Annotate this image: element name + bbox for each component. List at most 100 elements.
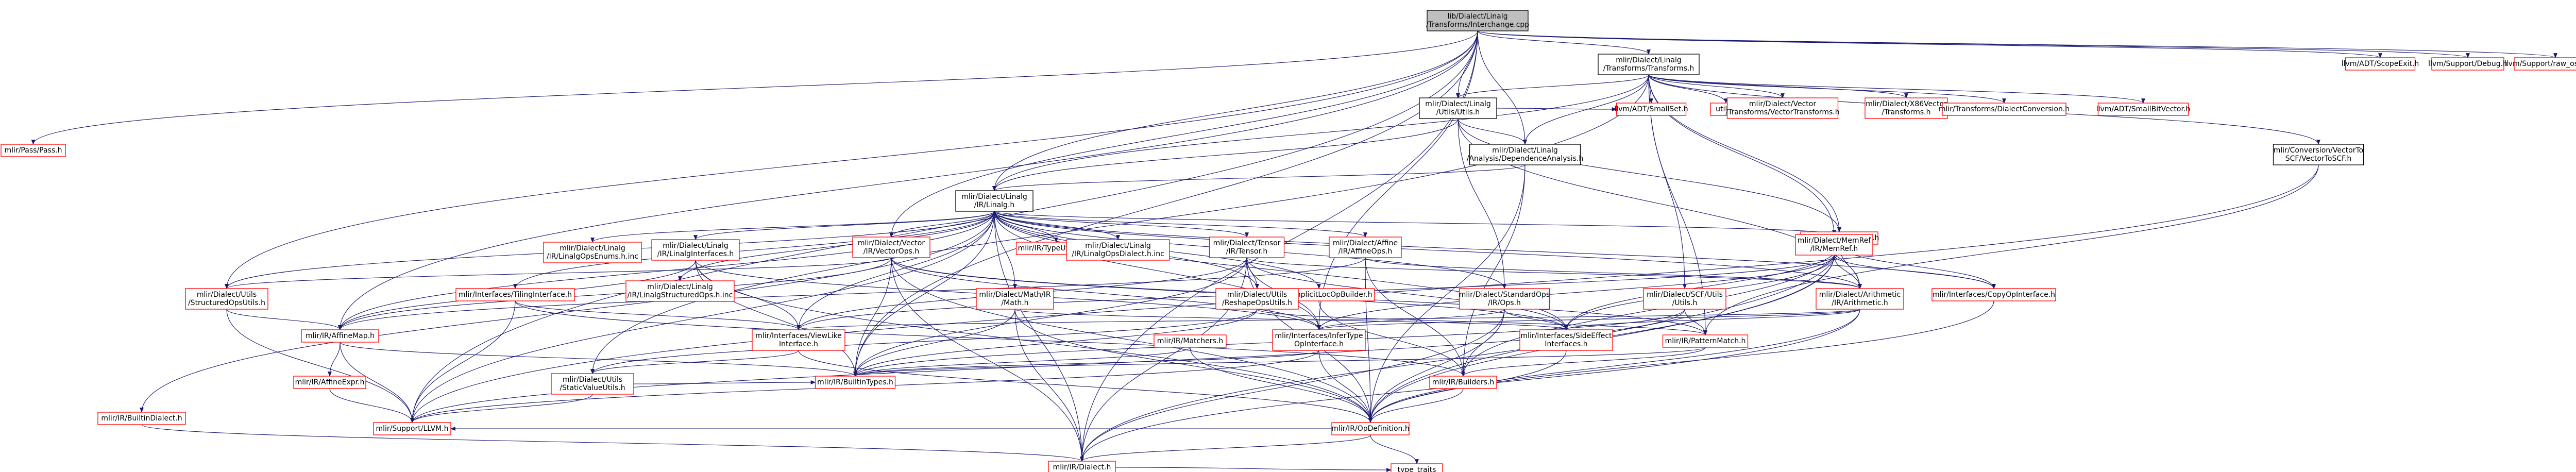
edge-linalg-h-to-tensor-h — [994, 211, 1249, 238]
edge-scf-h-to-builders — [1461, 244, 1840, 377]
node-dependence[interactable]: mlir/Dialect/Linalg/Analysis/DependenceA… — [1467, 144, 1584, 165]
node-box — [815, 376, 896, 389]
node-pattern-match[interactable]: mlir/IR/PatternMatch.h — [1662, 334, 1749, 348]
node-memref-h[interactable]: mlir/Dialect/MemRef/IR/MemRef.h — [1795, 234, 1873, 256]
node-label-line: llvm/ADT/ScopeExit.h — [2342, 60, 2419, 68]
node-pass[interactable]: mlir/Pass/Pass.h — [1, 144, 66, 157]
node-op-definition[interactable]: mlir/IR/OpDefinition.h — [1331, 422, 1410, 435]
node-linalg-ops-enums[interactable]: mlir/Dialect/Linalg/IR/LinalgOpsEnums.h.… — [543, 242, 642, 263]
node-scf-utils[interactable]: mlir/Dialect/SCF/Utils/Utils.h — [1643, 288, 1726, 310]
node-label-line: mlir/Dialect/Vector — [1749, 100, 1816, 108]
node-linalg-h[interactable]: mlir/Dialect/Linalg/IR/Linalg.h — [955, 190, 1033, 212]
node-label-line: /Transforms/VectorTransforms.h — [1725, 108, 1839, 116]
node-dialect-conversion[interactable]: mlir/Transforms/DialectConversion.h — [1939, 103, 2070, 116]
node-label-line: mlir/Dialect/Linalg — [663, 242, 728, 250]
node-label-line: mlir/IR/BuiltinTypes.h — [817, 378, 893, 386]
edge-dependence-to-builders — [1461, 164, 1526, 377]
node-arith-h[interactable]: mlir/Dialect/Arithmetic/IR/Arithmetic.h — [1816, 288, 1904, 310]
node-label-line: mlir/Pass/Pass.h — [5, 146, 62, 155]
node-label-line: mlir/Transforms/DialectConversion.h — [1939, 105, 2070, 113]
node-smallset[interactable]: llvm/ADT/SmallSet.h — [1614, 103, 1688, 116]
node-box — [1215, 288, 1299, 310]
node-affine-ops[interactable]: mlir/Dialect/Affine/IR/AffineOps.h — [1329, 237, 1402, 258]
node-label-line: /Math.h — [1001, 299, 1028, 307]
node-box — [543, 242, 642, 263]
edge-math-h-to-op-definition — [1014, 309, 1372, 423]
node-ir-dialect[interactable]: mlir/IR/Dialect.h — [1048, 461, 1116, 472]
node-standard-ops[interactable]: mlir/Dialect/StandardOps/IR/Ops.h — [1459, 288, 1550, 310]
node-vector-to-scf[interactable]: mlir/Conversion/VectorToSCF/VectorToSCF.… — [2273, 144, 2364, 165]
edge-vector-ops-to-op-definition — [891, 257, 1372, 423]
node-box — [1469, 144, 1581, 165]
node-debug[interactable]: llvm/Support/Debug.h — [2428, 57, 2507, 71]
node-linalg-utils[interactable]: mlir/Dialect/Linalg/Utils/Utils.h — [1419, 97, 1497, 119]
edge-root-to-structured-ops-utils — [225, 30, 1478, 289]
node-x86-transforms[interactable]: mlir/Dialect/X86Vector/Transforms.h — [1865, 97, 1948, 119]
node-root[interactable]: lib/Dialect/Linalg/Transforms/Interchang… — [1426, 10, 1529, 31]
node-vector-ops[interactable]: mlir/Dialect/Vector/IR/VectorOps.h — [852, 237, 930, 258]
node-label-line: mlir/Dialect/Linalg — [1492, 146, 1557, 155]
node-linalg-structured-inc[interactable]: mlir/Dialect/Linalg/IR/LinalgStructuredO… — [625, 280, 735, 302]
node-box — [1427, 10, 1529, 31]
node-label-line: /IR/MemRef.h — [1810, 245, 1858, 253]
node-label-line: /Transforms.h — [1882, 108, 1931, 116]
node-builtin-types[interactable]: mlir/IR/BuiltinTypes.h — [815, 376, 896, 389]
node-affine-expr[interactable]: mlir/IR/AffineExpr.h — [293, 376, 366, 389]
node-vector-transforms[interactable]: mlir/Dialect/Vector/Transforms/VectorTra… — [1725, 97, 1840, 119]
node-label-line: llvm/ADT/SmallSet.h — [1614, 105, 1688, 113]
node-label-line: mlir/Dialect/StandardOps — [1459, 291, 1550, 299]
edge-scf-h-to-side-effect — [1564, 244, 1840, 330]
node-box — [955, 190, 1033, 212]
node-label-line: /IR/Linalg.h — [974, 201, 1015, 209]
node-label-line: OpInterface.h — [1294, 340, 1344, 348]
edge-implicit-locop-to-builders — [1318, 300, 1465, 377]
node-structured-ops-utils[interactable]: mlir/Dialect/Utils/StructuredOpsUtils.h — [185, 288, 268, 310]
edge-reshape-ops-utils-to-static-value — [590, 309, 1258, 374]
node-scopeexit[interactable]: llvm/ADT/ScopeExit.h — [2342, 57, 2419, 71]
edge-affine-map-to-support-llvm — [340, 342, 414, 423]
node-label-line: /Analysis/DependenceAnalysis.h — [1467, 155, 1584, 163]
node-copy-op-interface[interactable]: mlir/Interfaces/CopyOpInterface.h — [1931, 288, 2056, 301]
node-label-line: lib/Dialect/Linalg — [1448, 12, 1508, 21]
node-static-value[interactable]: mlir/Dialect/Utils/StaticValueUtils.h — [551, 373, 634, 395]
edge-pattern-match-to-builtin-types — [853, 347, 1706, 377]
node-linalg-dialect-inc[interactable]: mlir/Dialect/Linalg/IR/LinalgOpsDialect.… — [1066, 239, 1170, 261]
node-smallbitvector[interactable]: llvm/ADT/SmallBitVector.h — [2096, 103, 2191, 116]
node-label-line: /IR/LinalgStructuredOps.h.inc — [628, 291, 733, 299]
node-transforms[interactable]: mlir/Dialect/Linalg/Transforms/Transform… — [1598, 54, 1700, 75]
node-builders[interactable]: mlir/IR/Builders.h — [1429, 376, 1497, 389]
node-affine-map[interactable]: mlir/IR/AffineMap.h — [301, 329, 379, 343]
node-label-line: mlir/Dialect/Linalg — [1616, 56, 1681, 64]
edge-arith-h-to-side-effect — [1564, 309, 1860, 330]
edge-memref-h-to-arith-h — [1834, 255, 1862, 289]
edge-scf-utils-to-builtin-types — [853, 309, 1685, 377]
node-type-traits[interactable]: type_traits — [1391, 463, 1443, 472]
edge-reshape-ops-utils-to-pattern-match — [1257, 309, 1707, 335]
node-label-line: /IR/LinalgOpsEnums.h.inc — [547, 252, 638, 261]
node-raw-ostream[interactable]: llvm/Support/raw_ostream.h — [2504, 57, 2576, 71]
node-builtin-dialect[interactable]: mlir/IR/BuiltinDialect.h — [97, 412, 186, 425]
edge-linalg-h-to-affine-ops — [994, 211, 1367, 238]
node-box — [551, 373, 634, 395]
edge-math-h-to-ir-dialect — [1014, 309, 1084, 462]
edge-root-to-vector-ops — [889, 30, 1478, 238]
edge-linalg-h-to-infer-type — [994, 211, 1321, 330]
node-reshape-ops-utils[interactable]: mlir/Dialect/Utils/ReshapeOpsUtils.h — [1215, 288, 1299, 310]
node-label-line: mlir/Dialect/Tensor — [1213, 239, 1281, 247]
node-label-line: /IR/Ops.h — [1488, 299, 1521, 307]
edge-linalg-h-to-view-like — [796, 211, 995, 330]
node-box — [1066, 239, 1170, 261]
node-matchers[interactable]: mlir/IR/Matchers.h — [1154, 334, 1227, 348]
node-support-llvm[interactable]: mlir/Support/LLVM.h — [373, 422, 451, 435]
edge-standard-ops-to-ir-dialect — [1080, 309, 1505, 462]
edge-vector-ops-to-ir-dialect — [891, 257, 1084, 462]
node-tiling-interface[interactable]: mlir/Interfaces/TilingInterface.h — [455, 288, 575, 301]
node-linalg-interfaces[interactable]: mlir/Dialect/Linalg/IR/LinalgInterfaces.… — [651, 239, 740, 261]
node-math-h[interactable]: mlir/Dialect/Math/IR/Math.h — [976, 288, 1054, 310]
node-tensor-h[interactable]: mlir/Dialect/Tensor/IR/Tensor.h — [1209, 237, 1285, 258]
node-box — [1048, 461, 1116, 472]
node-label-line: mlir/Dialect/Utils — [197, 291, 257, 299]
